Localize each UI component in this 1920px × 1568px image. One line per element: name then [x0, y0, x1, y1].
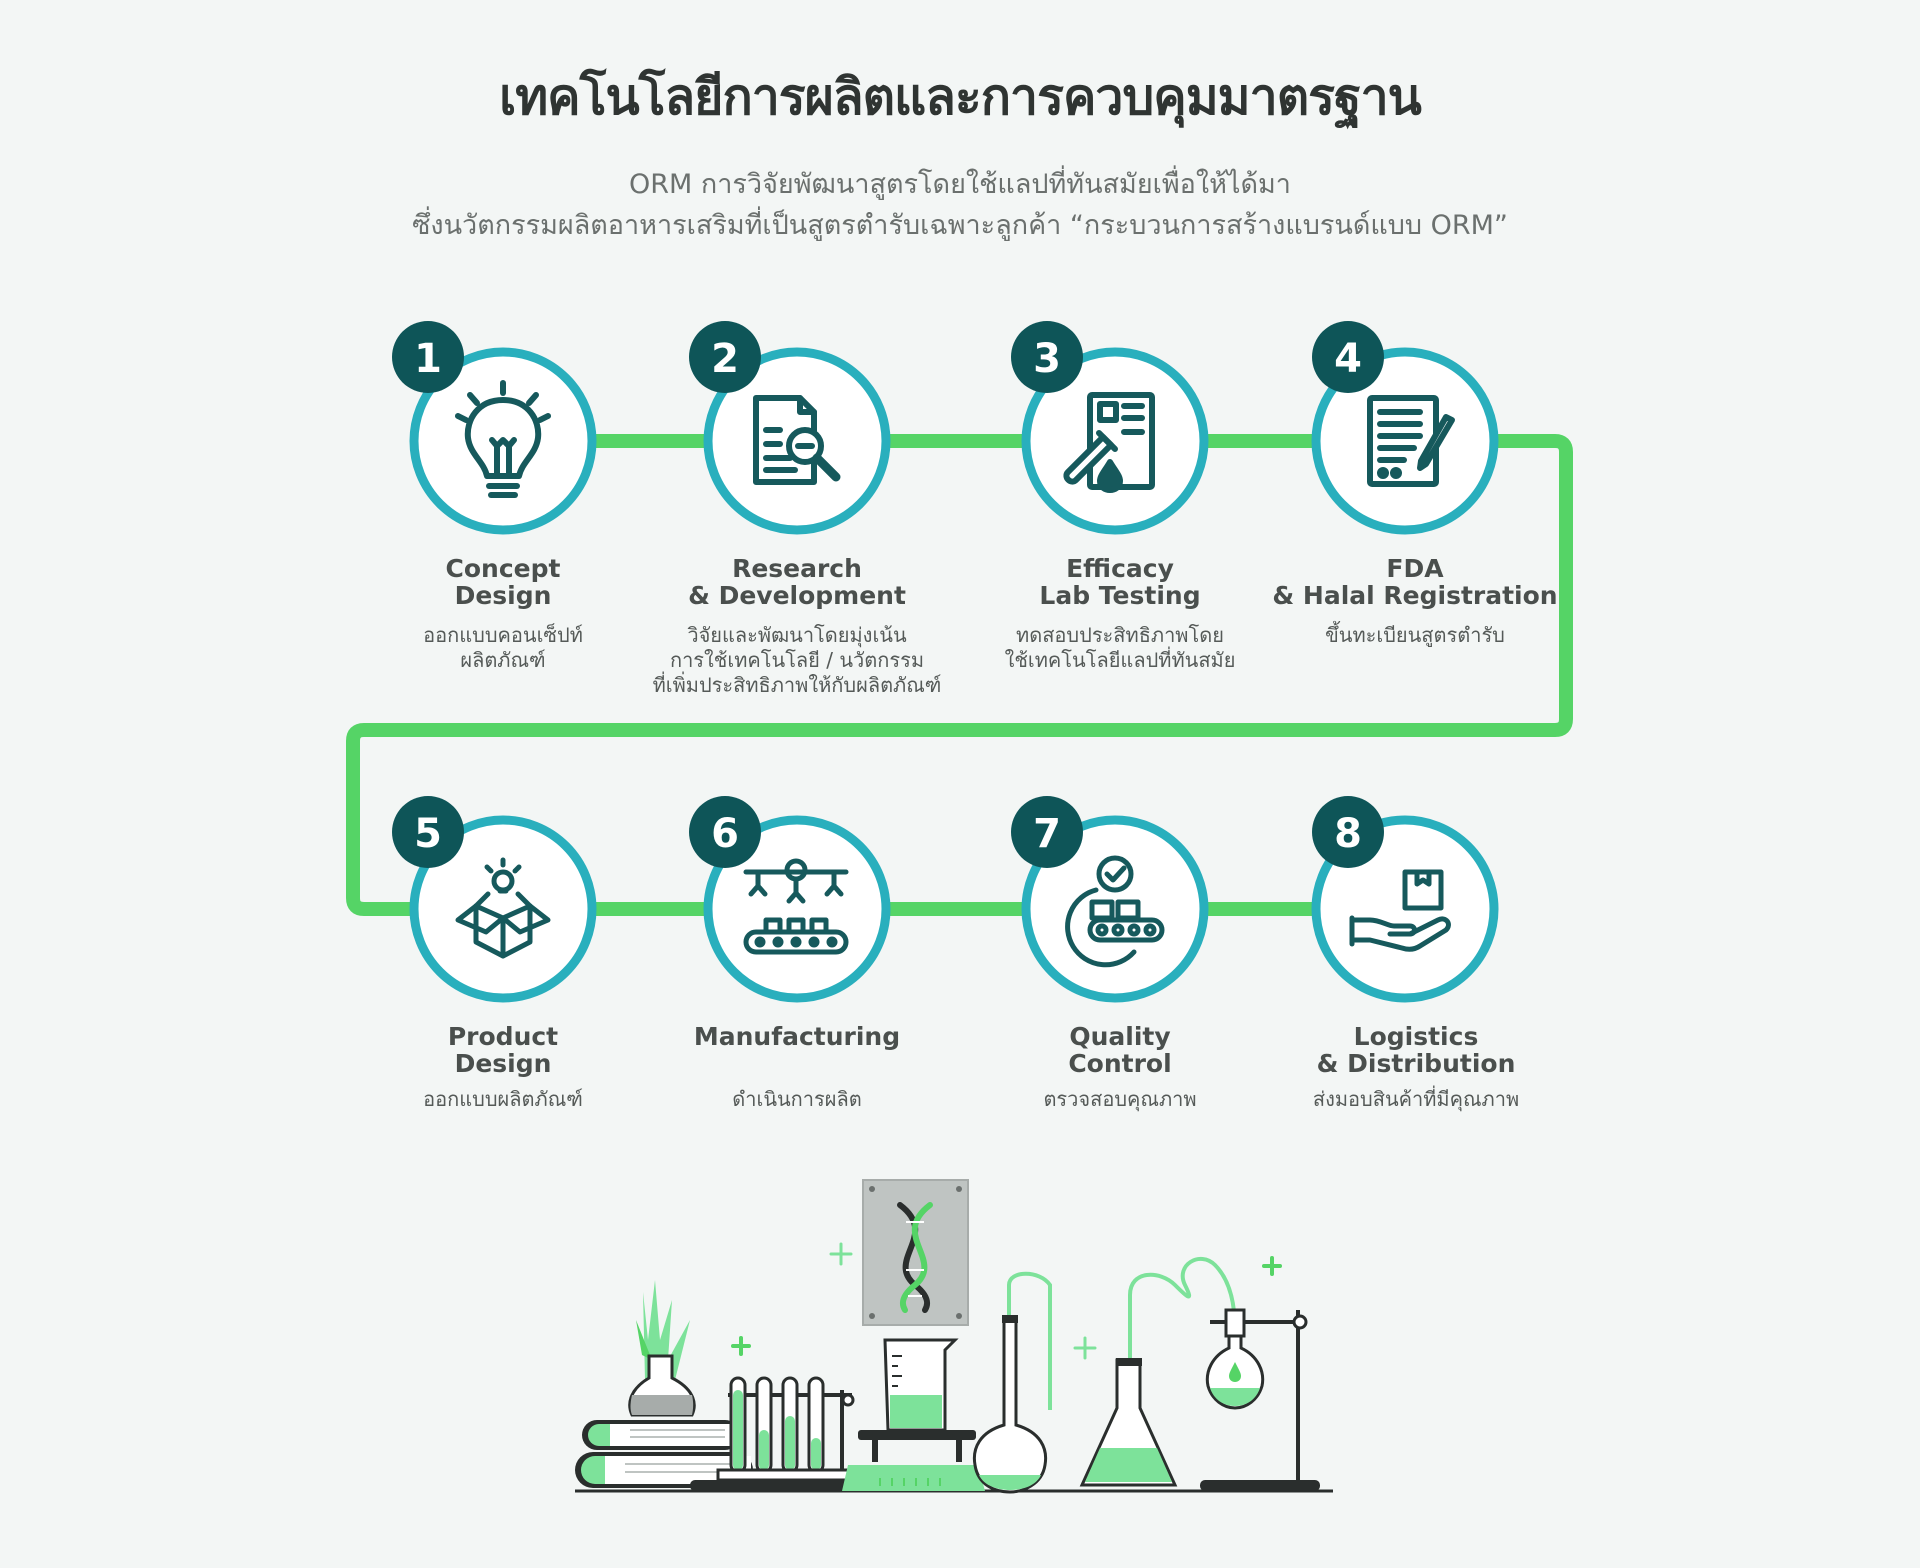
- step-8-title-line-2: & Distribution: [1316, 1049, 1516, 1078]
- step-8-badge: 8: [1312, 796, 1384, 868]
- step-2-badge: 2: [689, 321, 761, 393]
- process-connector-line: [346, 434, 1573, 916]
- step-3-circle: [1021, 347, 1209, 535]
- document-search-icon: [753, 395, 841, 485]
- step-6-card: Manufacturing ดำเนินการผลิต: [647, 1023, 947, 1112]
- quality-gear-icon: [1065, 855, 1165, 968]
- step-2-title-line-1: Research: [732, 554, 862, 583]
- step-4-desc-line-1: ขึ้นทะเบียนสูตรตำรับ: [1325, 623, 1505, 647]
- step-3-card: Efficacy Lab Testing ทดสอบประสิทธิภาพโดย…: [955, 555, 1285, 673]
- step-1-title-line-1: Concept: [445, 554, 561, 583]
- step-3-title-line-2: Lab Testing: [1039, 581, 1201, 610]
- step-2-title-line-2: & Development: [688, 581, 906, 610]
- step-3-number: 3: [1033, 336, 1061, 382]
- step-4-card: FDA & Halal Registration ขึ้นทะเบียนสูตร…: [1250, 555, 1580, 648]
- step-6-title-line-1: Manufacturing: [693, 1022, 901, 1051]
- step-1-desc-line-1: ออกแบบคอนเซ็ปท์: [423, 623, 583, 647]
- page-title: เทคโนโลยีการผลิตและการควบคุมมาตรฐาน: [499, 68, 1422, 126]
- step-1-desc-line-2: ผลิตภัณฑ์: [460, 648, 546, 672]
- step-1-badge: 1: [392, 321, 464, 393]
- step-1-number: 1: [414, 336, 442, 382]
- step-5-circle: [409, 815, 597, 1003]
- step-5-title-line-1: Product: [447, 1022, 559, 1051]
- product-box-icon: [455, 857, 551, 959]
- step-3-badge: 3: [1011, 321, 1083, 393]
- step-2-desc-line-3: ที่เพิ่มประสิทธิภาพให้กับผลิตภัณฑ์: [652, 673, 942, 697]
- step-3-desc-line-2: ใช้เทคโนโลยีแลปที่ทันสมัย: [1004, 648, 1236, 672]
- step-4-number: 4: [1334, 336, 1362, 382]
- step-2-card: Research & Development วิจัยและพัฒนาโดยม…: [622, 555, 972, 698]
- subtitle-line-1: ORM การวิจัยพัฒนาสูตรโดยใช้แลปที่ทันสมัย…: [629, 169, 1291, 200]
- step-7-title-line-2: Control: [1068, 1049, 1172, 1078]
- step-8-number: 8: [1334, 811, 1362, 857]
- step-7-circle: [1021, 815, 1209, 1003]
- step-7-desc-line-1: ตรวจสอบคุณภาพ: [1043, 1087, 1197, 1111]
- hand-package-icon: [1349, 869, 1451, 952]
- step-7-card: Quality Control ตรวจสอบคุณภาพ: [970, 1023, 1270, 1112]
- step-2-desc-line-1: วิจัยและพัฒนาโดยมุ่งเน้น: [687, 623, 907, 647]
- subtitle-line-2: ซึ่งนวัตกรรมผลิตอาหารเสริมที่เป็นสูตรตำร…: [412, 210, 1508, 241]
- step-8-title-line-1: Logistics: [1353, 1022, 1479, 1051]
- step-6-badge: 6: [689, 796, 761, 868]
- step-4-badge: 4: [1312, 321, 1384, 393]
- step-4-title-line-1: FDA: [1386, 554, 1444, 583]
- step-3-title-line-1: Efficacy: [1066, 554, 1174, 583]
- step-4-title-line-2: & Halal Registration: [1272, 581, 1558, 610]
- step-2-number: 2: [711, 336, 739, 382]
- step-5-title-line-2: Design: [454, 1049, 552, 1078]
- step-7-number: 7: [1033, 811, 1061, 857]
- step-4-circle: [1311, 347, 1499, 535]
- step-8-card: Logistics & Distribution ส่งมอบสินค้าที่…: [1266, 1023, 1566, 1112]
- step-5-desc-line-1: ออกแบบผลิตภัณฑ์: [423, 1087, 583, 1111]
- lightbulb-icon: [455, 380, 551, 498]
- step-8-desc-line-1: ส่งมอบสินค้าที่มีคุณภาพ: [1312, 1087, 1520, 1111]
- lab-test-tube-icon: [1063, 392, 1155, 493]
- step-5-number: 5: [414, 811, 442, 857]
- step-3-desc-line-1: ทดสอบประสิทธิภาพโดย: [1016, 623, 1224, 647]
- laboratory-illustration-icon: [575, 1179, 1333, 1494]
- step-1-card: Concept Design ออกแบบคอนเซ็ปท์ ผลิตภัณฑ์: [353, 555, 653, 673]
- step-2-desc-line-2: การใช้เทคโนโลยี / นวัตกรรม: [669, 648, 925, 672]
- conveyor-factory-icon: [743, 858, 849, 955]
- step-1-title-line-2: Design: [454, 581, 552, 610]
- registration-document-icon: [1367, 395, 1455, 487]
- step-5-badge: 5: [392, 796, 464, 868]
- step-7-badge: 7: [1011, 796, 1083, 868]
- step-6-number: 6: [711, 811, 739, 857]
- step-7-title-line-1: Quality: [1069, 1022, 1171, 1051]
- step-6-desc-line-1: ดำเนินการผลิต: [732, 1087, 862, 1111]
- step-5-card: Product Design ออกแบบผลิตภัณฑ์: [353, 1023, 653, 1112]
